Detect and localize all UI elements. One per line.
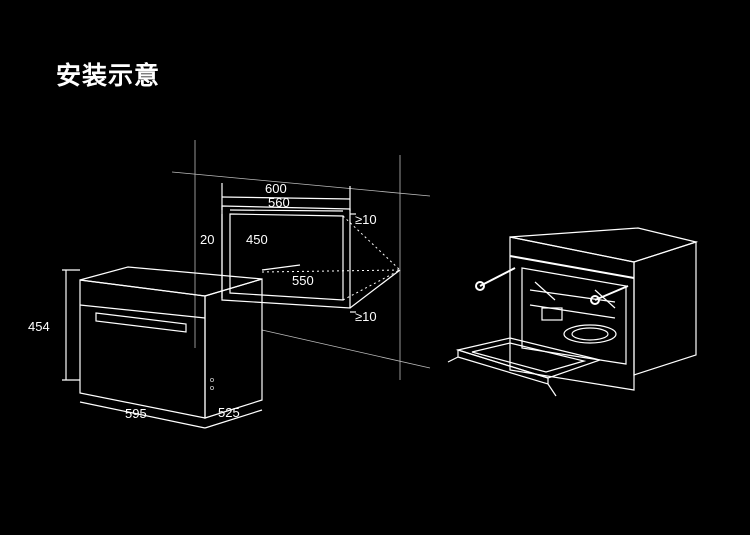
dim-height: 450 bbox=[246, 232, 268, 247]
dim-oven-height: 454 bbox=[28, 319, 50, 334]
cabinet-niche bbox=[171, 140, 431, 380]
dim-inner-width: 560 bbox=[268, 195, 290, 210]
dim-oven-depth: 525 bbox=[218, 405, 240, 420]
oven-front-view bbox=[62, 266, 263, 429]
dim-clearance-top: ≥10 bbox=[355, 212, 377, 227]
dim-clearance-bottom: ≥10 bbox=[355, 309, 377, 324]
page-title: 安装示意 bbox=[56, 61, 161, 90]
dim-top-gap: 20 bbox=[200, 232, 214, 247]
dim-depth: 550 bbox=[292, 273, 314, 288]
dim-outer-width: 600 bbox=[265, 181, 287, 196]
oven-open-view bbox=[447, 227, 699, 397]
dim-oven-width: 595 bbox=[125, 406, 147, 421]
